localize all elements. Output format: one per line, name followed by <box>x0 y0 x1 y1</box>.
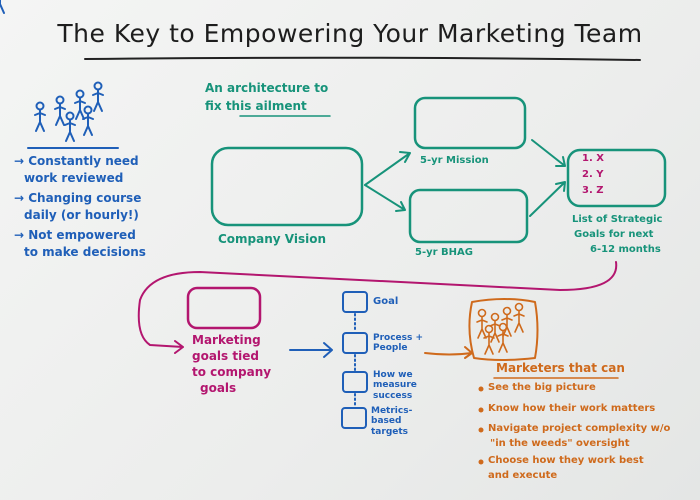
mission-label: 5-yr Mission <box>420 155 489 166</box>
goal-item: 2. Y <box>582 169 604 180</box>
problem-item: work reviewed <box>24 171 124 185</box>
problem-item: → Not empowered <box>14 228 136 242</box>
marketing-caption: to company <box>192 365 272 379</box>
title-underline <box>84 56 641 61</box>
marketing-goals-box <box>186 286 262 330</box>
marketers-bullet: "in the weeds" oversight <box>490 438 630 449</box>
bhag-label: 5-yr BHAG <box>415 247 473 258</box>
marketers-box <box>468 298 539 361</box>
marketers-bullet: Know how their work matters <box>488 403 656 414</box>
arrow-icon <box>364 151 411 186</box>
mission-box <box>413 96 527 150</box>
goals-caption: 6-12 months <box>590 244 661 255</box>
step-box <box>341 407 367 429</box>
step-label: Goal <box>373 296 399 307</box>
page-title: The Key to Empowering Your Marketing Tea… <box>57 19 643 48</box>
architecture-heading: An architecture to <box>205 81 329 95</box>
marketing-caption: Marketing <box>192 333 261 347</box>
problem-item: → Changing course <box>14 191 142 205</box>
goal-item: 3. Z <box>582 185 604 196</box>
strategic-goals-box <box>566 148 667 208</box>
company-vision-label: Company Vision <box>218 232 327 246</box>
arrow-icon <box>364 184 406 212</box>
step-box <box>342 371 368 393</box>
arrow-icon <box>531 139 566 167</box>
marketers-bullet: and execute <box>488 470 558 481</box>
problem-item: → Constantly need <box>14 154 139 168</box>
marketers-bullet: Navigate project complexity w/o <box>488 423 671 434</box>
step-label: Process + People <box>373 333 424 354</box>
arrow-icon <box>289 342 333 358</box>
goal-item: 1. X <box>582 153 604 164</box>
architecture-heading: fix this ailment <box>205 99 307 113</box>
step-label: Metrics-based targets <box>371 406 413 437</box>
marketing-caption: goals tied <box>192 349 259 363</box>
step-label: How we measure success <box>373 370 417 401</box>
marketers-bullet: Choose how they work best <box>488 455 644 466</box>
step-box <box>342 332 368 354</box>
magenta-flow-arrow <box>137 261 618 354</box>
marketing-caption: goals <box>200 381 237 395</box>
stick-figure-group-icon <box>476 302 525 355</box>
problem-item: daily (or hourly!) <box>24 208 139 222</box>
goals-caption: Goals for next <box>574 229 654 240</box>
problem-item: to make decisions <box>24 245 146 259</box>
marketers-bullet: See the big picture <box>488 382 596 393</box>
bhag-box <box>408 188 529 244</box>
goals-caption: List of Strategic <box>572 214 663 225</box>
marketers-heading: Marketers that can <box>496 361 625 375</box>
arrow-icon <box>529 181 566 217</box>
company-vision-box <box>210 146 364 227</box>
step-box <box>342 291 368 313</box>
